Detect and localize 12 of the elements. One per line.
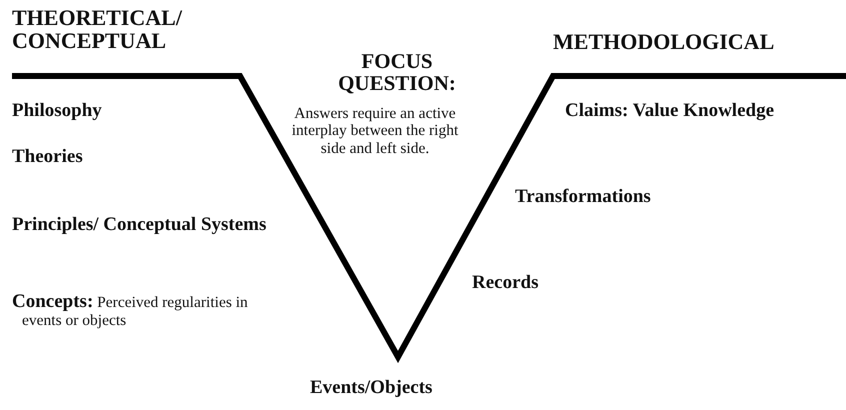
item-label: Principles/ Conceptual Systems bbox=[12, 215, 268, 235]
description: Answers require an active interplay between the right side and left side. bbox=[290, 105, 460, 158]
item-label: Theories bbox=[12, 147, 84, 167]
heading: FOCUS QUESTION: bbox=[337, 50, 457, 94]
item-label: Transformations bbox=[515, 187, 652, 207]
item-label: Events/Objects bbox=[310, 378, 434, 398]
item-label: Claims: Value Knowledge bbox=[565, 101, 776, 121]
heading: THEORETICAL/ CONCEPTUAL bbox=[12, 6, 184, 52]
item-label: Concepts: Perceived regularities in events or objects bbox=[12, 291, 249, 330]
item-label: Philosophy bbox=[12, 101, 103, 121]
heading: METHODOLOGICAL bbox=[553, 30, 776, 54]
item-label: Records bbox=[472, 273, 540, 293]
